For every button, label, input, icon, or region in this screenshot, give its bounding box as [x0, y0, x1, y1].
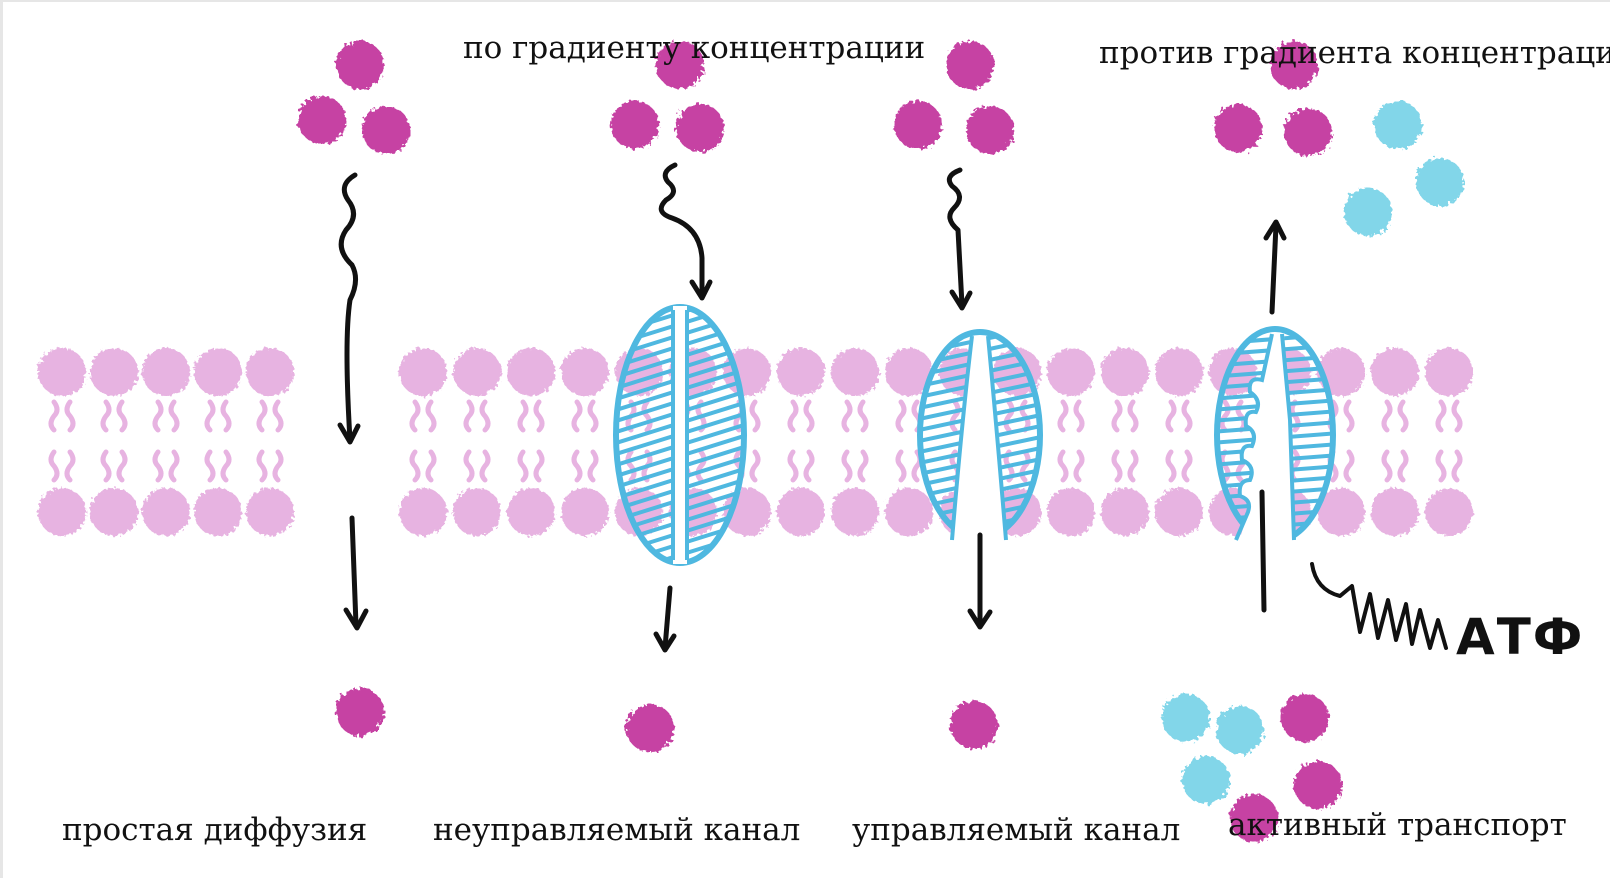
cotransported-molecule — [1374, 101, 1422, 149]
phospholipid — [1047, 348, 1095, 536]
phospholipid — [885, 348, 933, 536]
solute-molecule — [1284, 108, 1332, 156]
arrowhead — [689, 279, 713, 301]
arrowhead — [343, 607, 369, 631]
phospholipid — [1101, 348, 1149, 536]
phospholipid — [507, 348, 555, 536]
transport-arrows — [337, 162, 1448, 653]
phospholipid — [1155, 348, 1203, 536]
phospholipid — [38, 348, 86, 536]
solute-molecule — [298, 96, 346, 144]
channel-a-arrow-upper — [658, 162, 705, 298]
solute-molecule — [656, 41, 704, 89]
phospholipid — [194, 348, 242, 536]
pump-arrow-up — [1269, 222, 1279, 315]
solute-molecule — [950, 701, 998, 749]
phospholipid — [777, 348, 825, 536]
solute-molecules — [298, 41, 1464, 842]
diffusion-arrow-upper — [338, 172, 358, 443]
solute-molecule — [336, 688, 384, 736]
solute-molecule — [362, 106, 410, 154]
arrowhead — [653, 631, 677, 653]
arrowhead — [1263, 219, 1287, 241]
atp-energy-squiggle — [1310, 562, 1448, 650]
solute-molecule — [1230, 794, 1278, 842]
atp-label: АТФ — [1456, 608, 1585, 666]
solute-molecule — [336, 41, 384, 89]
phospholipid — [399, 348, 447, 536]
cotransported-molecule — [1182, 756, 1230, 804]
unregulated-channel-label: неуправляемый канал — [433, 812, 801, 848]
phospholipid — [246, 348, 294, 536]
pump-arrow-down — [1259, 489, 1267, 613]
active-transport-label: активный транспорт — [1228, 807, 1567, 843]
cotransported-molecule — [1416, 158, 1464, 206]
simple-diffusion-label: простая диффузия — [62, 812, 368, 848]
phospholipid — [561, 348, 609, 536]
against-gradient-label: против градиента концентрации — [1099, 35, 1610, 71]
cotransported-molecule — [1162, 694, 1210, 742]
solute-molecule — [966, 106, 1014, 154]
diffusion-arrow-lower — [349, 515, 359, 628]
solute-molecule — [626, 704, 674, 752]
channel-b-arrow-upper — [946, 167, 965, 308]
solute-molecule — [946, 41, 994, 89]
phospholipid — [1371, 348, 1419, 536]
solute-molecule — [1214, 104, 1262, 152]
solute-molecule — [1270, 41, 1318, 89]
down-gradient-label: по градиенту концентрации — [463, 30, 926, 66]
solute-molecule — [1294, 761, 1342, 809]
solute-molecule — [894, 101, 942, 149]
solute-molecule — [1281, 694, 1329, 742]
arrowhead — [337, 422, 361, 445]
arrowhead — [949, 289, 973, 311]
phospholipid — [142, 348, 190, 536]
active-transport-pump-protein — [1214, 326, 1336, 545]
arrowhead — [967, 608, 993, 630]
regulated-channel-label: управляемый канал — [852, 812, 1181, 848]
channel-a-arrow-lower — [662, 585, 673, 651]
unregulated-channel-protein — [613, 304, 747, 566]
phospholipid — [1425, 348, 1473, 536]
cotransported-molecule — [1216, 706, 1264, 754]
phospholipid — [831, 348, 879, 536]
solute-molecule — [676, 104, 724, 152]
phospholipid — [453, 348, 501, 536]
phospholipid — [90, 348, 138, 536]
cotransported-molecule — [1344, 188, 1392, 236]
solute-molecule — [611, 101, 659, 149]
